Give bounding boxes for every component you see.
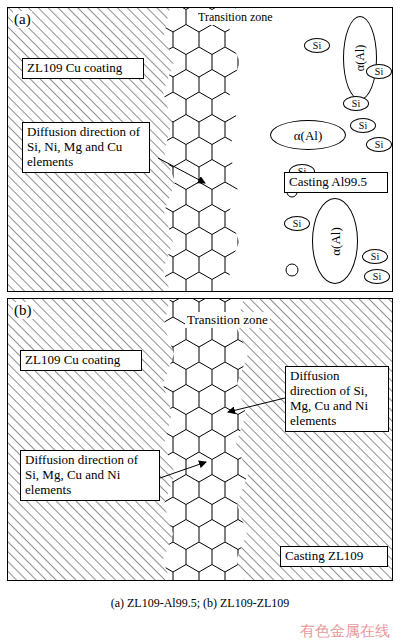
grain-label: Si (293, 219, 301, 229)
alpha-al-grain: α(Al) (270, 120, 346, 150)
grain-label: Si (375, 67, 383, 77)
si-particle: Si (364, 269, 390, 284)
figure-caption: (a) ZL109-Al99.5; (b) ZL109-ZL109 (111, 596, 290, 611)
box-text: Casting Al99.5 (289, 175, 383, 190)
zone-label: Transition zone (185, 312, 270, 328)
region-label: ZL109 Cu coating (20, 350, 142, 371)
si-particle: Si (350, 118, 376, 133)
si-particle: Si (284, 216, 310, 231)
diffusion-arrow (158, 158, 205, 183)
grain-label: α(Al) (328, 227, 341, 255)
grain-label: Si (313, 41, 321, 51)
hex-transition-zone (163, 7, 240, 292)
diffusion-arrow (228, 398, 285, 412)
hatched-casting (236, 298, 393, 580)
diffusion-note: Diffusion direction of Si, Ni, Mg and Cu… (22, 122, 150, 173)
zone-label: Transition zone (196, 10, 275, 25)
si-particle: Si (366, 64, 392, 79)
grain-label: Si (359, 121, 367, 131)
region-label: ZL109 Cu coating (22, 58, 144, 79)
diffusion-note: Diffusion direction of Si, Mg, Cu and Ni… (285, 366, 389, 432)
grain-label: Si (373, 272, 381, 282)
alpha-al-grain: α(Al) (343, 16, 377, 100)
panel-letter: (b) (13, 302, 33, 319)
hex-transition-zone (163, 298, 248, 580)
si-particle: Si (304, 38, 330, 53)
box-text: ZL109 Cu coating (27, 61, 139, 76)
si-particle: Si (362, 249, 388, 264)
grain-label: Si (371, 252, 379, 262)
grain-label: Si (352, 99, 360, 109)
box-text: ZL109 Cu coating (25, 353, 137, 368)
alpha-al-grain: α(Al) (312, 198, 358, 284)
diffusion-arrow (160, 462, 206, 478)
si-particle: Si (366, 137, 392, 152)
grain-label: α(Al) (354, 45, 366, 71)
hatched-coating (7, 7, 175, 292)
box-text: Diffusion direction of Si, Mg, Cu and Ni… (25, 453, 155, 498)
region-label: Casting ZL109 (280, 546, 388, 567)
region-label: Casting Al99.5 (284, 172, 388, 193)
si-particle: Si (343, 96, 369, 111)
panel-frame: (b) ZL109 Cu coatingDiffusion direction o… (7, 298, 393, 581)
grain-label: Si (375, 140, 383, 150)
diffusion-note: Diffusion direction of Si, Mg, Cu and Ni… (20, 450, 160, 501)
box-text: Diffusion direction of Si, Ni, Mg and Cu… (27, 125, 145, 170)
panel-letter: (a) (13, 11, 32, 28)
particle (286, 264, 298, 276)
grain-label: α(Al) (294, 129, 322, 142)
panel-frame: (a)ZL109 Cu coatingα(Al)SiSiSiα(Al)SiSiD… (7, 7, 393, 292)
watermark: 有色金属在线 (300, 622, 390, 641)
hatched-coating (7, 298, 175, 580)
box-text: Diffusion direction of Si, Mg, Cu and Ni… (290, 369, 384, 429)
box-text: Casting ZL109 (285, 549, 383, 564)
